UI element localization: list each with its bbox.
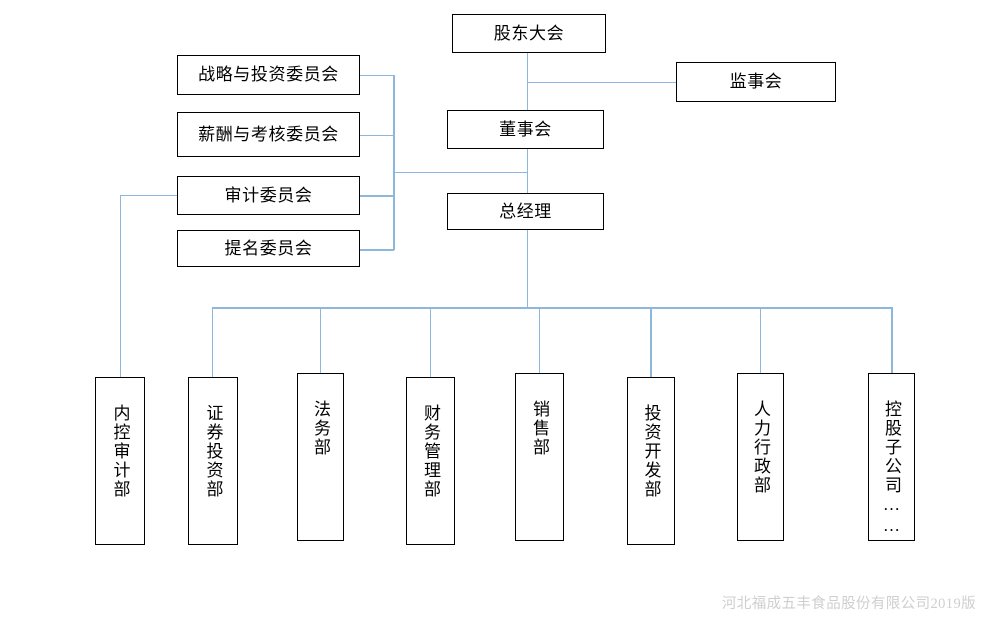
connector-audit-committee-left-stub — [120, 195, 177, 196]
node-internal-control-audit-dept[interactable]: 内控审计部 — [95, 377, 145, 545]
node-audit-committee[interactable]: 审计委员会 — [177, 176, 360, 215]
node-legal-affairs-dept-label: 法务部 — [311, 400, 330, 457]
node-shareholders-meeting-label: 股东大会 — [493, 23, 565, 43]
connector-rail-to-audit-committee — [360, 195, 394, 197]
node-human-resources-admin-dept-label: 人力行政部 — [751, 400, 770, 495]
node-holding-subsidiaries-label: 控股子公司…… — [882, 400, 901, 537]
node-legal-affairs-dept[interactable]: 法务部 — [297, 373, 344, 541]
connector-bus-to-sales — [539, 307, 540, 377]
connector-bus-to-financial-management — [430, 307, 431, 377]
node-investment-development-dept[interactable]: 投资开发部 — [627, 377, 675, 545]
department-bus-horizontal — [212, 307, 893, 309]
node-general-manager[interactable]: 总经理 — [447, 193, 604, 230]
node-board-of-directors-label: 董事会 — [499, 119, 552, 139]
node-human-resources-admin-dept[interactable]: 人力行政部 — [737, 373, 784, 541]
node-securities-investment-dept[interactable]: 证券投资部 — [188, 377, 238, 545]
node-securities-investment-dept-label: 证券投资部 — [203, 404, 223, 499]
connector-shareholders-to-supervisory — [527, 82, 676, 83]
node-remuneration-appraisal-committee-label: 薪酬与考核委员会 — [198, 124, 339, 144]
node-strategy-investment-committee[interactable]: 战略与投资委员会 — [177, 55, 360, 95]
node-nomination-committee-label: 提名委员会 — [224, 238, 313, 258]
node-internal-control-audit-dept-label: 内控审计部 — [110, 404, 130, 499]
node-remuneration-appraisal-committee[interactable]: 薪酬与考核委员会 — [177, 112, 360, 157]
node-strategy-investment-committee-label: 战略与投资委员会 — [198, 65, 339, 85]
committee-rail-vertical — [393, 75, 395, 250]
node-general-manager-label: 总经理 — [499, 201, 552, 221]
node-investment-development-dept-label: 投资开发部 — [641, 404, 661, 499]
connector-bus-to-holding-subsidiaries — [891, 307, 893, 377]
connector-gm-to-department-bus — [527, 229, 528, 308]
node-sales-dept[interactable]: 销售部 — [515, 373, 564, 541]
connector-rail-to-remuneration-committee — [360, 135, 394, 136]
node-board-of-directors[interactable]: 董事会 — [447, 110, 604, 149]
connector-board-to-gm — [527, 148, 528, 193]
node-shareholders-meeting[interactable]: 股东大会 — [452, 14, 606, 53]
connector-board-to-committee-rail — [394, 172, 527, 173]
connector-shareholders-to-board — [527, 52, 528, 110]
node-sales-dept-label: 销售部 — [530, 400, 549, 457]
footer-watermark: 河北福成五丰食品股份有限公司2019版 — [721, 596, 976, 612]
node-financial-management-dept-label: 财务管理部 — [421, 404, 440, 499]
node-holding-subsidiaries[interactable]: 控股子公司…… — [868, 373, 915, 541]
node-supervisory-board-label: 监事会 — [729, 72, 783, 92]
connector-rail-to-strategy-committee — [360, 75, 394, 76]
connector-audit-committee-to-internal-audit-dept — [120, 195, 121, 377]
connector-bus-to-human-resources — [760, 307, 761, 377]
node-nomination-committee[interactable]: 提名委员会 — [177, 230, 360, 267]
node-financial-management-dept[interactable]: 财务管理部 — [406, 377, 455, 545]
connector-rail-to-nomination-committee — [360, 249, 394, 251]
connector-bus-to-legal-affairs — [320, 307, 321, 377]
node-audit-committee-label: 审计委员会 — [224, 185, 313, 205]
connector-bus-to-securities-investment — [212, 307, 213, 377]
connector-bus-to-investment-development — [650, 307, 652, 377]
node-supervisory-board[interactable]: 监事会 — [676, 62, 836, 102]
